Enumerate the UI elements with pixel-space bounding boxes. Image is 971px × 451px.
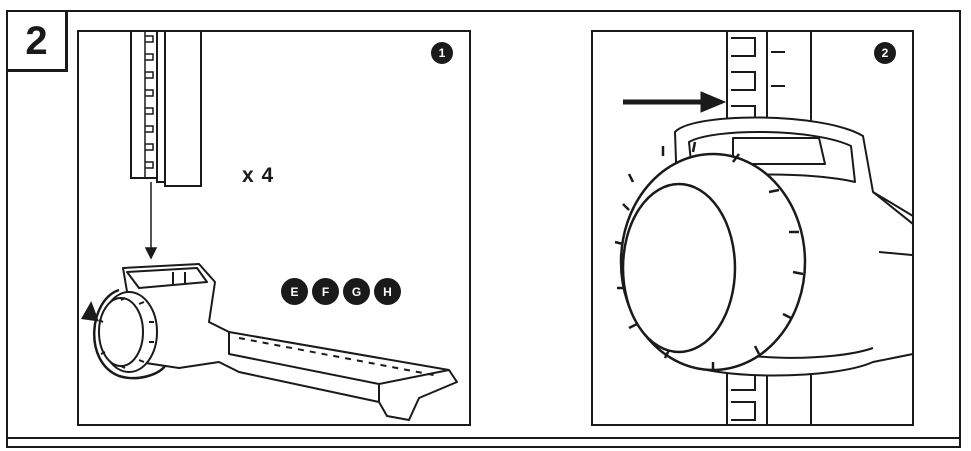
panel-2-badge: 2 xyxy=(874,42,896,64)
knob-closeup xyxy=(614,141,807,372)
panel-1: 1 x 4 E F G H xyxy=(77,30,471,426)
part-h: H xyxy=(374,278,401,305)
panel-2-illustration xyxy=(614,32,912,424)
post-teeth-closeup xyxy=(731,37,785,421)
panel-1-badge: 1 xyxy=(431,42,453,64)
upright-post xyxy=(130,32,202,187)
quantity-label: x 4 xyxy=(242,164,275,187)
part-e: E xyxy=(281,278,308,305)
frame-divider xyxy=(6,437,961,439)
part-g: G xyxy=(343,278,370,305)
base-foot xyxy=(122,263,458,421)
knob xyxy=(98,291,158,373)
part-letters: E F G H xyxy=(281,278,401,305)
step-number-box: 2 xyxy=(6,10,68,72)
post-teeth xyxy=(144,32,154,178)
panel-2: 2 xyxy=(591,30,914,426)
panel-1-illustration xyxy=(81,32,458,421)
step-number: 2 xyxy=(25,18,48,63)
part-f: F xyxy=(312,278,339,305)
insert-arrow xyxy=(144,182,158,260)
rotation-arrow xyxy=(81,288,166,380)
instruction-frame xyxy=(6,10,961,448)
pointer-arrow xyxy=(623,91,727,113)
